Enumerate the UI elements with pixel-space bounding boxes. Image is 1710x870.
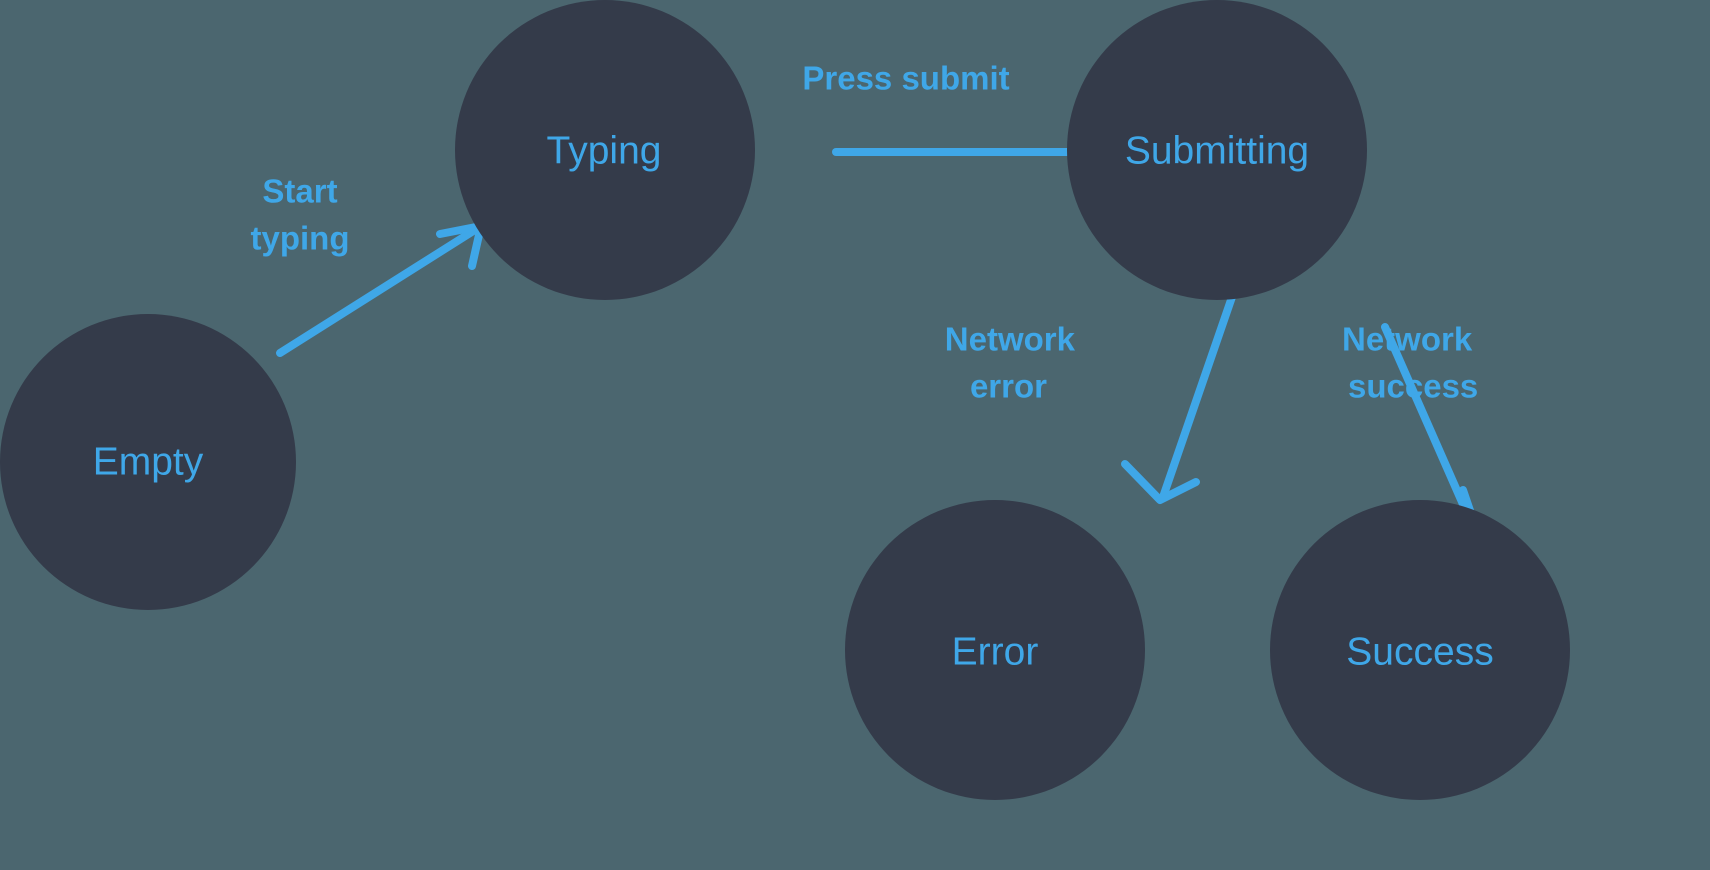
state-node-success[interactable]: Success <box>1270 500 1570 800</box>
state-label-submitting: Submitting <box>1125 129 1309 172</box>
state-circle-typing <box>455 0 755 300</box>
edge-label-network-success: Network success <box>1342 321 1478 405</box>
edge-network-error-line <box>1159 293 1236 501</box>
state-circle-empty <box>0 314 296 610</box>
edge-label-network-error: Network error <box>945 321 1076 405</box>
edge-network-success-line <box>1381 323 1477 531</box>
state-node-error[interactable]: Error <box>845 500 1145 800</box>
edge-start-typing-line <box>276 224 482 357</box>
edge-label-start-typing: Start typing <box>251 173 350 257</box>
state-circle-error <box>845 500 1145 800</box>
edge-network-error[interactable] <box>1121 293 1236 504</box>
state-label-empty: Empty <box>93 440 204 483</box>
state-circle-submitting <box>1067 0 1367 300</box>
edge-label-network-success-line1: Network <box>1342 321 1473 358</box>
edge-label-network-error-line1: Network <box>945 321 1076 358</box>
edge-label-network-success-line2: success <box>1348 368 1478 405</box>
edge-label-start-typing-line2: typing <box>251 220 350 257</box>
state-node-typing[interactable]: Typing <box>455 0 755 300</box>
state-circle-success <box>1270 500 1570 800</box>
edge-label-press-submit: Press submit <box>802 60 1009 97</box>
state-label-success: Success <box>1346 630 1493 673</box>
edge-label-press-submit-line1: Press submit <box>802 60 1009 97</box>
edge-label-network-error-line2: error <box>970 368 1047 405</box>
state-node-submitting[interactable]: Submitting <box>1067 0 1367 300</box>
edge-label-start-typing-line1: Start <box>262 173 337 210</box>
state-label-error: Error <box>952 630 1039 673</box>
edge-network-error-arrowhead <box>1121 460 1200 504</box>
state-node-empty[interactable]: Empty <box>0 314 296 610</box>
state-label-typing: Typing <box>547 129 662 172</box>
